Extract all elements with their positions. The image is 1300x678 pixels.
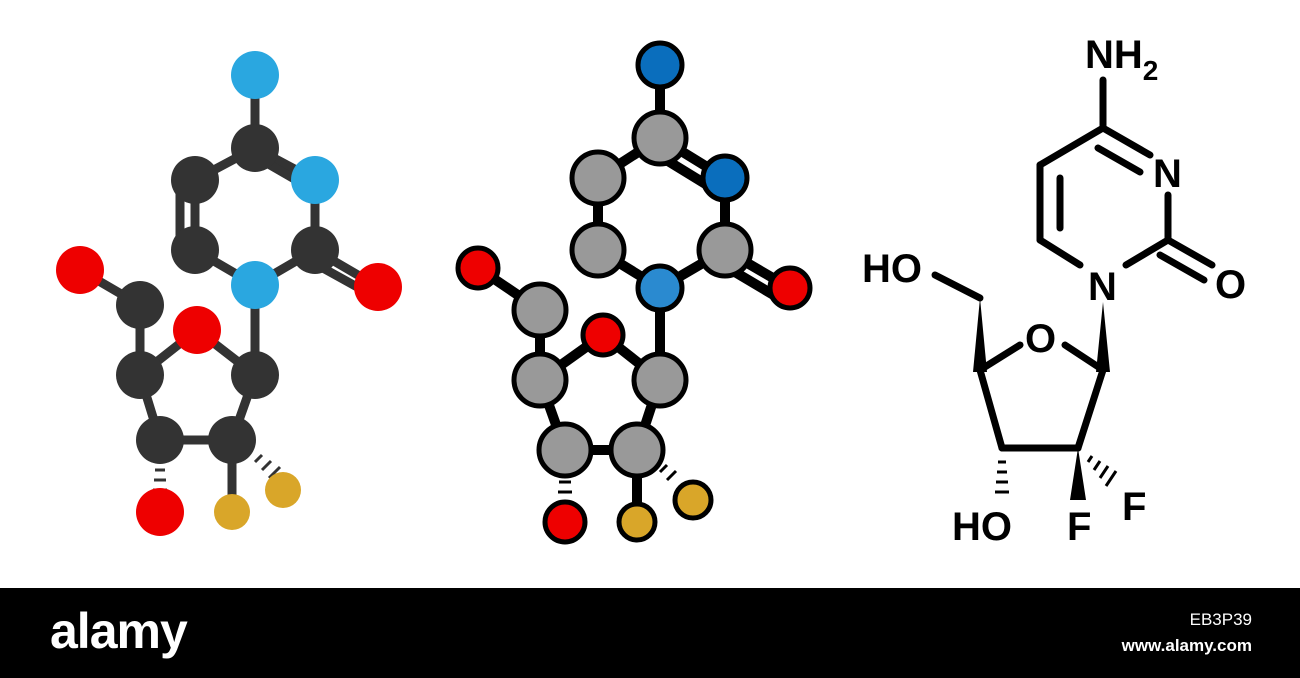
stick-model-hash-bonds [558,463,678,494]
atom-o3 [542,499,588,545]
skeletal-wedge-bonds [973,298,1110,500]
atom-ring-o [580,312,626,358]
atom-c5 [171,156,219,204]
skeletal-formula: NH2 N N O O HO HO F F [862,33,1246,549]
label-ring-n1: N [1088,265,1117,309]
skeletal-bonds [931,76,1216,452]
atom-c3prime [136,416,184,464]
atom-c6 [171,226,219,274]
atom-c2prime [608,421,666,479]
atom-amino-n [635,40,685,90]
atom-amino-n [231,51,279,99]
label-hydroxyl: HO [952,505,1012,549]
atom-o2 [767,265,813,311]
atom-f2 [265,472,301,508]
atom-n1 [231,261,279,309]
label-fluorine-1: F [1067,505,1091,549]
label-amino: NH2 [1085,33,1158,86]
atom-n3 [291,156,339,204]
atom-ring-o [173,306,221,354]
skeletal-hash-bonds [995,455,1118,494]
atom-o3 [136,488,184,536]
atom-f1 [214,494,250,530]
label-hydroxymethyl: HO [862,247,922,291]
atom-c2 [696,221,754,279]
atom-o5 [56,246,104,294]
atom-n3 [700,153,750,203]
atom-c1prime [231,351,279,399]
stick-model-atoms [455,40,813,545]
image-id: EB3P39 [1189,610,1252,629]
atom-c5 [569,149,627,207]
ball-model-dark [56,51,402,536]
atom-f2 [672,479,714,521]
footer-bar: alamy EB3P39 www.alamy.com [0,588,1300,678]
atom-c5prime [116,281,164,329]
atom-c3prime [536,421,594,479]
label-carbonyl-o: O [1215,263,1246,307]
atom-c4 [631,109,689,167]
site-url[interactable]: www.alamy.com [1121,636,1252,655]
atom-c1prime [631,351,689,409]
atom-o2 [354,263,402,311]
atom-c2prime [208,416,256,464]
label-fluorine-2: F [1122,485,1146,529]
skeletal-labels: NH2 N N O O HO HO F F [862,33,1246,549]
label-ring-n3: N [1153,152,1182,196]
label-ring-o: O [1025,317,1056,361]
atom-c5prime [511,281,569,339]
atom-c4prime [511,351,569,409]
atom-n1 [635,263,685,313]
atom-c4 [231,124,279,172]
ball-model-atoms [56,51,402,536]
atom-o5 [455,245,501,291]
atom-c6 [569,221,627,279]
atom-f1 [616,501,658,543]
ball-model-grey [455,40,813,545]
molecule-illustration: NH2 N N O O HO HO F F [56,33,1246,549]
brand-logo: alamy [50,603,188,659]
atom-c4prime [116,351,164,399]
atom-c2 [291,226,339,274]
